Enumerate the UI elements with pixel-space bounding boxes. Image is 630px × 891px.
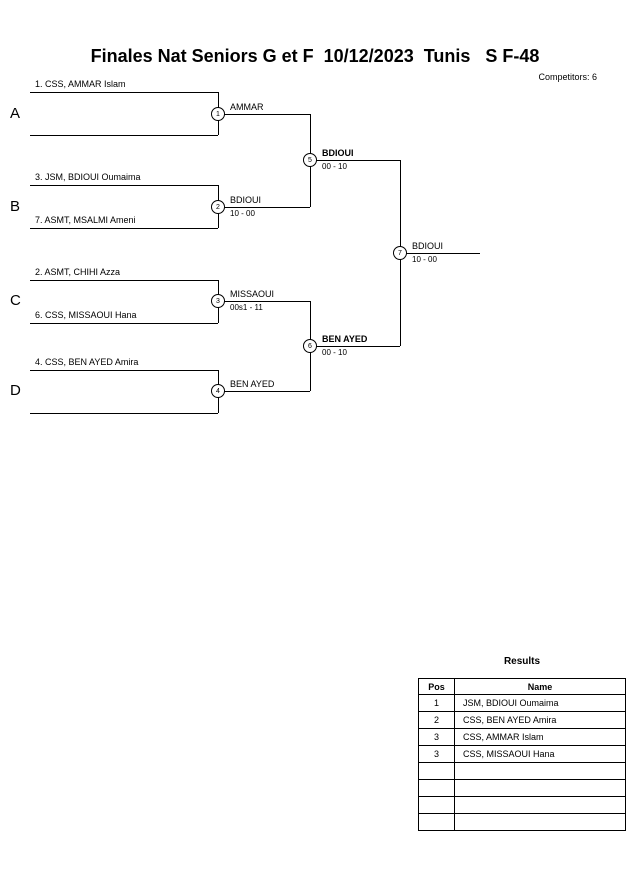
- result-name: CSS, AMMAR Islam: [454, 728, 626, 746]
- player-name: 1. CSS, AMMAR Islam: [35, 79, 126, 89]
- bracket-line: [30, 92, 218, 93]
- match-winner: MISSAOUI: [230, 289, 275, 299]
- results-header-row: Pos Name: [418, 678, 626, 695]
- match-winner: BDIOUI: [322, 148, 354, 158]
- bracket-line: [30, 228, 218, 229]
- result-pos: [418, 813, 455, 831]
- result-name: [454, 813, 626, 831]
- result-pos: 3: [418, 745, 455, 763]
- winner-line: [218, 391, 310, 392]
- match-score: 10 - 00: [230, 209, 255, 218]
- result-name: CSS, BEN AYED Amira: [454, 711, 626, 729]
- match-node-7: 7: [393, 246, 407, 260]
- result-pos: [418, 779, 455, 797]
- winner-line: [400, 253, 480, 254]
- result-name: [454, 779, 626, 797]
- winner-line: [310, 160, 400, 161]
- match-node-6: 6: [303, 339, 317, 353]
- match-winner: BEN AYED: [230, 379, 275, 389]
- player-name: 6. CSS, MISSAOUI Hana: [35, 310, 137, 320]
- match-winner: BDIOUI: [412, 241, 444, 251]
- results-header-pos: Pos: [418, 678, 455, 695]
- results-row: 2 CSS, BEN AYED Amira: [418, 711, 626, 729]
- winner-line: [310, 346, 400, 347]
- match-score: 00 - 10: [322, 348, 347, 357]
- result-pos: 3: [418, 728, 455, 746]
- match-winner: AMMAR: [230, 102, 264, 112]
- match-score: 00s1 - 11: [230, 303, 263, 312]
- result-pos: 2: [418, 711, 455, 729]
- match-score: 00 - 10: [322, 162, 347, 171]
- group-letter-a: A: [10, 105, 21, 122]
- bracket-line: [30, 370, 218, 371]
- group-letter-b: B: [10, 198, 21, 215]
- results-row: [418, 779, 626, 797]
- bracket-line: [30, 135, 218, 136]
- group-letter-c: C: [10, 292, 21, 309]
- results-row: 1 JSM, BDIOUI Oumaima: [418, 694, 626, 712]
- result-name: [454, 762, 626, 780]
- results-row: 3 CSS, MISSAOUI Hana: [418, 745, 626, 763]
- result-name: CSS, MISSAOUI Hana: [454, 745, 626, 763]
- result-pos: [418, 762, 455, 780]
- bracket-line: [30, 280, 218, 281]
- competitors-count: Competitors: 6: [538, 72, 597, 82]
- player-name: 2. ASMT, CHIHI Azza: [35, 267, 121, 277]
- player-name: 4. CSS, BEN AYED Amira: [35, 357, 139, 367]
- result-name: JSM, BDIOUI Oumaima: [454, 694, 626, 712]
- match-winner: BEN AYED: [322, 334, 368, 344]
- results-table: Pos Name 1 JSM, BDIOUI Oumaima 2 CSS, BE…: [418, 678, 626, 831]
- match-node-5: 5: [303, 153, 317, 167]
- match-node-1: 1: [211, 107, 225, 121]
- group-letter-d: D: [10, 382, 21, 399]
- winner-line: [218, 207, 310, 208]
- page-title: Finales Nat Seniors G et F 10/12/2023 Tu…: [90, 46, 540, 66]
- results-title: Results: [503, 656, 541, 667]
- result-name: [454, 796, 626, 814]
- results-row: [418, 796, 626, 814]
- winner-line: [218, 301, 310, 302]
- match-node-2: 2: [211, 200, 225, 214]
- match-node-3: 3: [211, 294, 225, 308]
- results-row: 3 CSS, AMMAR Islam: [418, 728, 626, 746]
- bracket-line: [30, 323, 218, 324]
- match-score: 10 - 00: [412, 255, 437, 264]
- bracket-line: [30, 413, 218, 414]
- results-header-name: Name: [454, 678, 626, 695]
- results-row: [418, 813, 626, 831]
- result-pos: 1: [418, 694, 455, 712]
- match-winner: BDIOUI: [230, 195, 262, 205]
- results-row: [418, 762, 626, 780]
- winner-line: [218, 114, 310, 115]
- player-name: 3. JSM, BDIOUI Oumaima: [35, 172, 141, 182]
- player-name: 7. ASMT, MSALMI Ameni: [35, 215, 136, 225]
- match-node-4: 4: [211, 384, 225, 398]
- bracket-line: [30, 185, 218, 186]
- result-pos: [418, 796, 455, 814]
